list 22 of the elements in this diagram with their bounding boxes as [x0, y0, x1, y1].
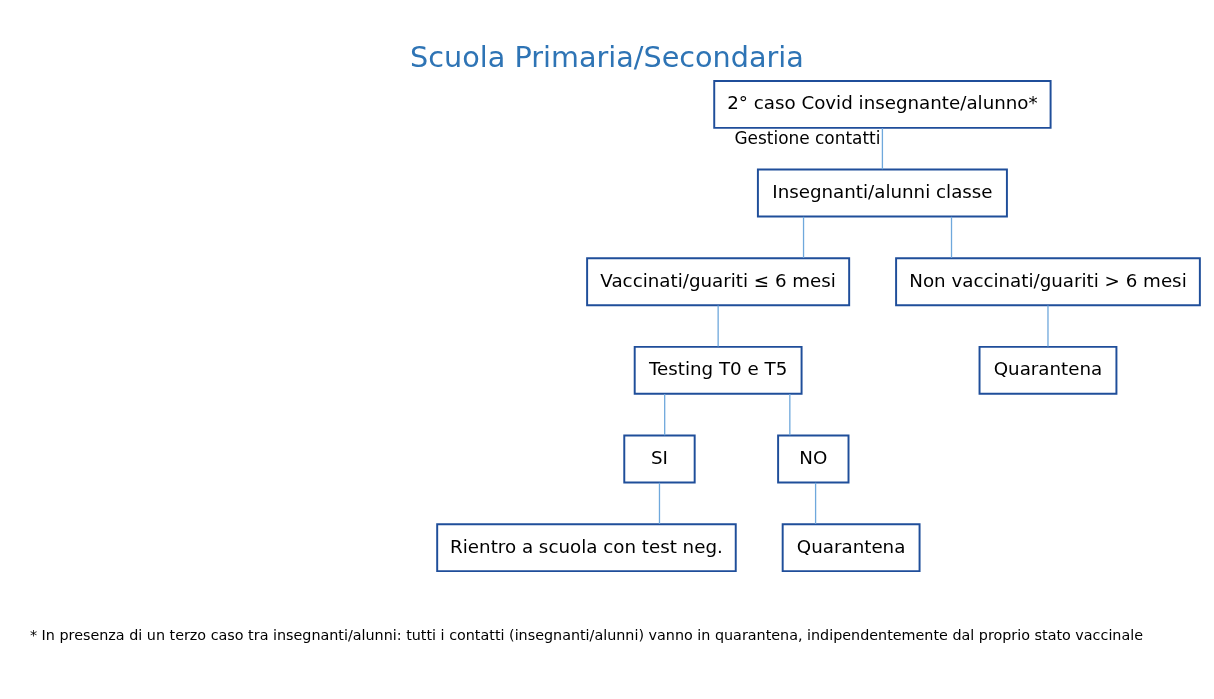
- connector: [789, 393, 791, 436]
- node-box: 2° caso Covid insegnante/alunno*: [713, 79, 1052, 129]
- node-box: Quarantena: [978, 345, 1118, 395]
- node-box: Testing T0 e T5: [633, 345, 803, 395]
- node-box: Insegnanti/alunni classe: [756, 168, 1008, 218]
- connector: [717, 304, 719, 348]
- edge-label: Gestione contatti: [734, 127, 881, 148]
- diagram-title: Scuola Primaria/Secondaria: [410, 40, 804, 75]
- node-box: SI: [623, 434, 696, 484]
- connector: [658, 482, 661, 525]
- node-box: Rientro a scuola con test neg.: [436, 523, 737, 573]
- node-box: Vaccinati/guariti ≤ 6 mesi: [586, 257, 851, 307]
- connector: [881, 127, 884, 170]
- connector: [802, 216, 805, 259]
- node-box: Quarantena: [781, 523, 921, 573]
- node-box: NO: [777, 434, 850, 484]
- connector: [814, 482, 817, 525]
- connector: [1047, 304, 1049, 348]
- connector: [664, 393, 666, 436]
- label: * In presenza di un terzo caso tra insegnanti/alunni: tutti i contatti (insegnanti/alunni) vanno in quarantena, indipendentemente dal proprio stato vaccinale: [29, 626, 1144, 643]
- node-box: Non vaccinati/guariti > 6 mesi: [895, 257, 1201, 307]
- connector: [950, 216, 953, 259]
